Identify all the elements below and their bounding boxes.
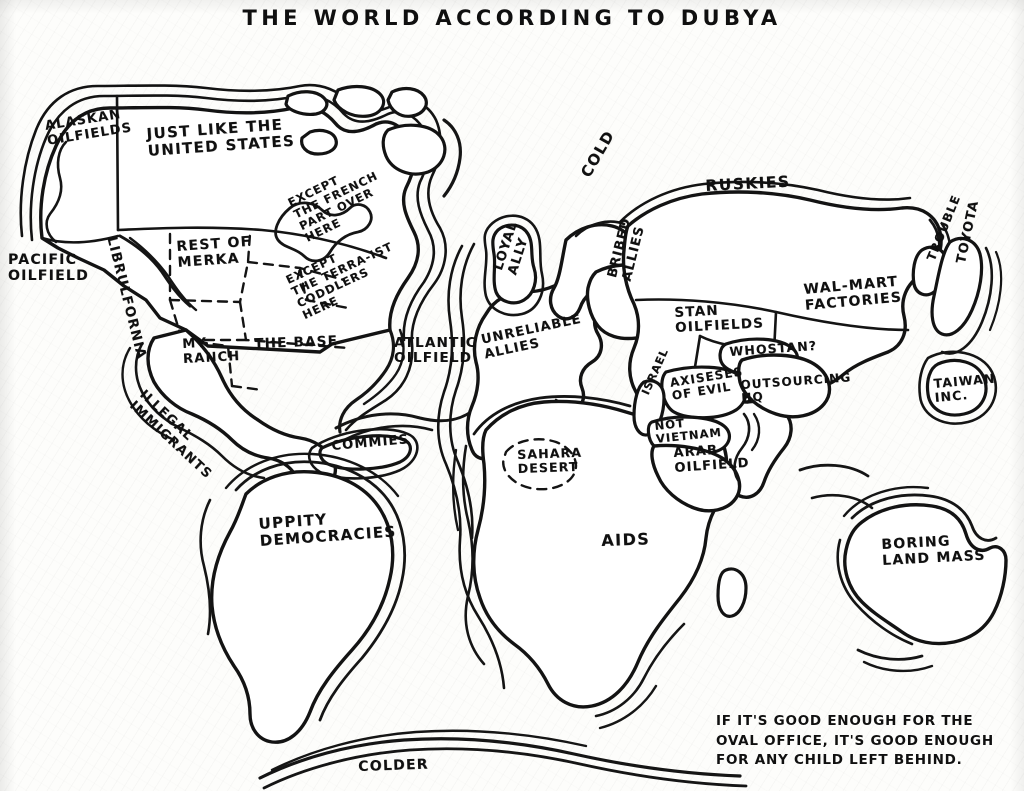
middle-east-group [632, 337, 832, 513]
europe-africa-group [436, 214, 749, 730]
page-title: THE WORLD ACCORDING TO DUBYA [242, 6, 782, 30]
asia-group [618, 180, 1008, 673]
antarctica-group [258, 729, 748, 790]
map-caption: IF IT'S GOOD ENOUGH FOR THE OVAL OFFICE,… [716, 713, 994, 769]
north-america-group [19, 83, 480, 744]
